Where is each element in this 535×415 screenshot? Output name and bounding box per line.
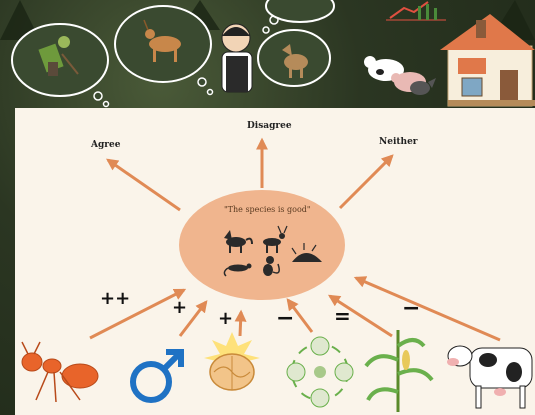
influence-symbol-cow: − [402, 296, 420, 321]
corn-plant-icon [366, 330, 432, 412]
influence-symbol-corn: = [334, 304, 351, 328]
influence-symbol-male: + [172, 297, 187, 318]
arrow-from-brain [240, 312, 241, 336]
ant-icon [22, 342, 98, 402]
ecosystem-cycle-icon [287, 337, 353, 407]
arrow-to-agree [108, 160, 180, 210]
arrow-from-cow [356, 278, 500, 340]
influence-symbol-ant: ++ [100, 288, 130, 309]
label-disagree: Disagree [247, 121, 292, 131]
label-agree: Agree [91, 140, 120, 150]
label-neither: Neither [379, 137, 418, 147]
influence-symbol-brain: + [218, 308, 233, 329]
cow-icon [447, 346, 532, 408]
statement-text: "The species is good" [224, 205, 311, 214]
arrow-to-neither [340, 156, 392, 208]
brain-idea-icon [204, 332, 260, 390]
influence-symbol-ecosystem: − [276, 306, 294, 331]
male-symbol-icon [133, 352, 181, 400]
